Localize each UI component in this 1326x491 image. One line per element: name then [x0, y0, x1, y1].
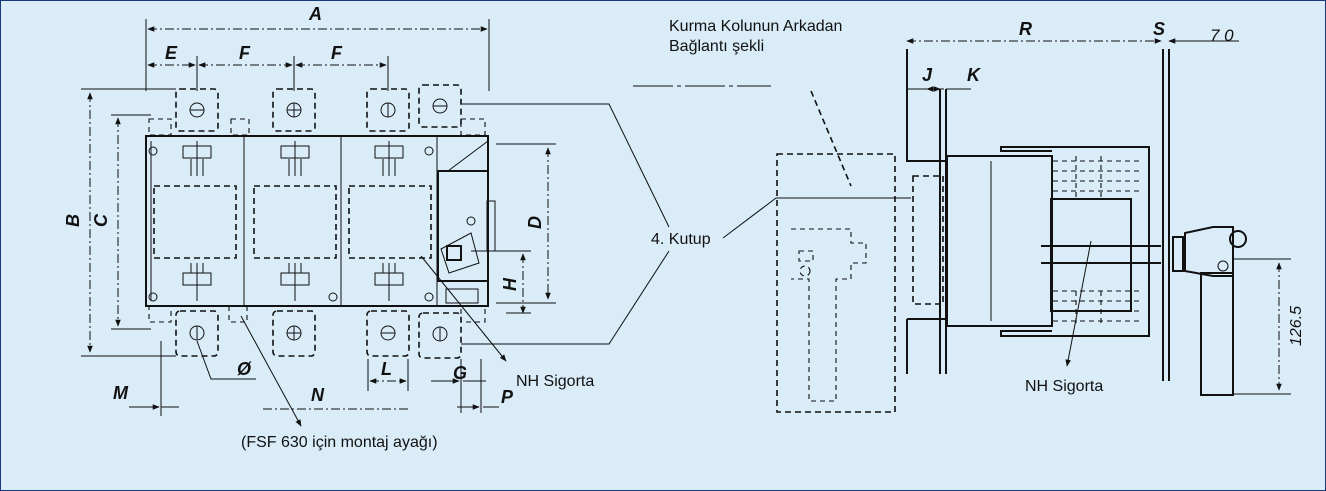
front-dimensions — [81, 19, 556, 427]
dim-H: H — [500, 277, 520, 291]
dim-F1: F — [239, 43, 251, 63]
mount-note: (FSF 630 için montaj ayağı) — [241, 434, 438, 451]
dim-70: 7 0 — [1210, 26, 1234, 45]
side-view — [633, 49, 1247, 413]
dim-L: L — [381, 359, 392, 379]
dim-A: A — [308, 4, 322, 24]
dim-K: K — [967, 65, 982, 85]
dim-F2: F — [331, 43, 343, 63]
dim-N: N — [311, 385, 325, 405]
text-labels: Kurma Kolunun Arkadan Bağlantı şekli 4. … — [63, 4, 1305, 451]
dim-diameter: Ø — [237, 359, 252, 379]
front-view — [145, 84, 496, 359]
pole4-label: 4. Kutup — [651, 231, 711, 248]
dim-126: 126.5 — [1288, 306, 1305, 346]
pole4-leaders — [461, 103, 911, 345]
top-note-line2: Bağlantı şekli — [669, 38, 764, 55]
top-note-line1: Kurma Kolunun Arkadan — [669, 18, 842, 35]
dim-M: M — [113, 383, 129, 403]
side-dimensions — [906, 38, 1291, 395]
dim-B: B — [63, 214, 83, 227]
dim-R: R — [1019, 19, 1032, 39]
dim-P: P — [501, 387, 514, 407]
fuse-label-right: NH Sigorta — [1025, 378, 1103, 395]
dim-E: E — [165, 43, 178, 63]
dim-J: J — [922, 65, 933, 85]
fuse-label-left: NH Sigorta — [516, 373, 594, 390]
dim-C: C — [91, 213, 111, 227]
dim-G: G — [453, 363, 467, 383]
dim-S: S — [1153, 19, 1165, 39]
dim-D: D — [525, 216, 545, 229]
